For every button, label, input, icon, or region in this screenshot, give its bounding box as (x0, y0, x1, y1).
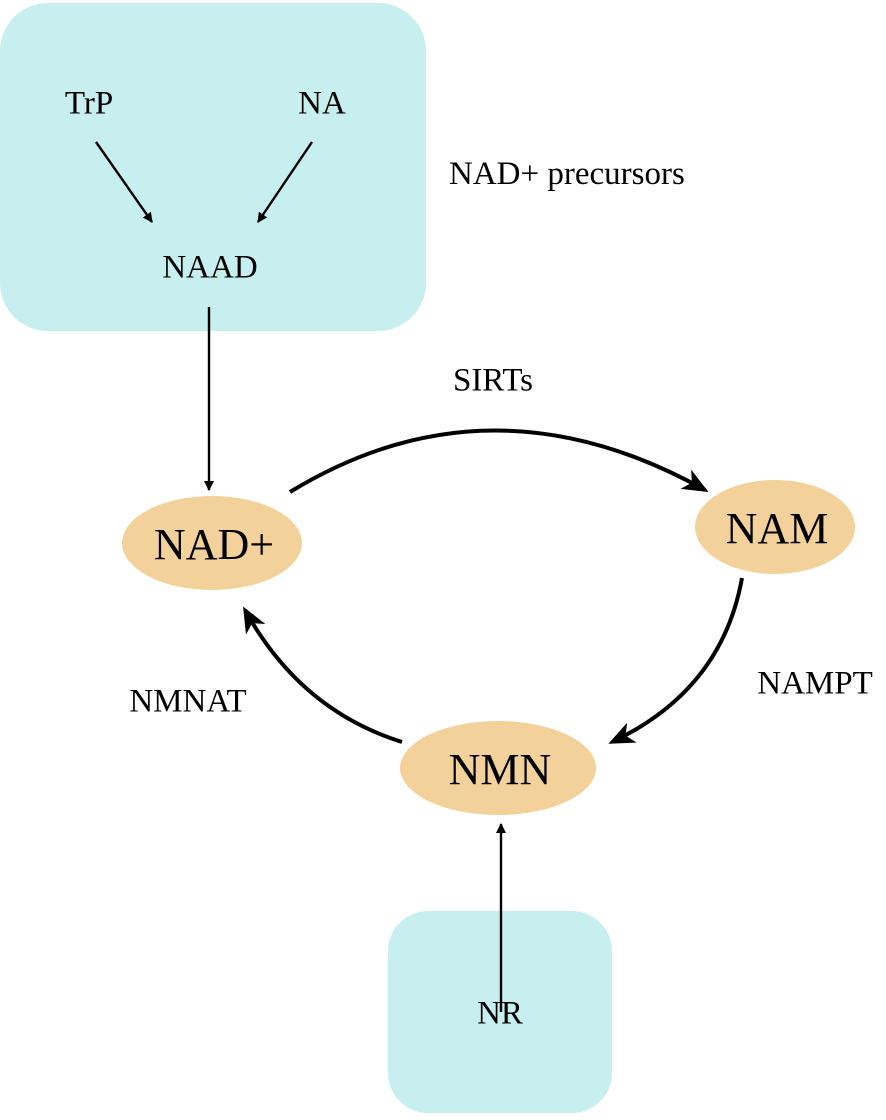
nam-label: NAM (725, 504, 829, 553)
naad-label: NAAD (162, 249, 258, 286)
arrow-na-to-naad (257, 141, 313, 223)
na-label: NA (298, 85, 346, 122)
nad-plus-label: NAD+ (153, 520, 275, 569)
sirts-label: SIRTs (452, 362, 534, 399)
nmnat-label: NMNAT (129, 683, 247, 720)
arrow-nad-to-nam (288, 428, 709, 494)
nmn-label: NMN (448, 745, 552, 794)
nad-plus-ellipse (122, 496, 302, 590)
nr-label: NR (477, 995, 523, 1032)
precursor-box-top (0, 3, 426, 331)
nampt-label: NAMPT (757, 665, 873, 702)
arrow-nmn-to-nad (243, 606, 403, 744)
arrow-trp-to-naad (95, 141, 153, 223)
nmn-ellipse (400, 721, 596, 815)
precursors-label: NAD+ precursors (449, 156, 685, 192)
arrow-nam-to-nmn (608, 577, 744, 744)
trp-label: TrP (64, 85, 114, 122)
nam-ellipse (695, 480, 855, 574)
